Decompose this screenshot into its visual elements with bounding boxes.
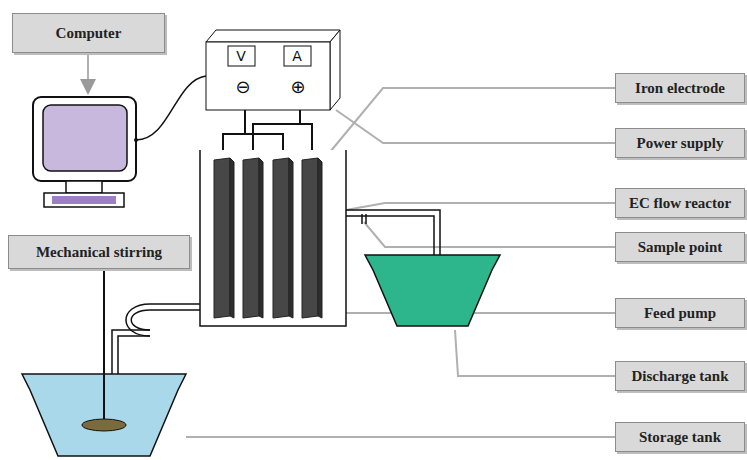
part-label-box: Storage tank <box>615 422 745 452</box>
label-text: Power supply <box>637 135 724 152</box>
part-label-box: EC flow reactor <box>615 188 745 218</box>
label-text: EC flow reactor <box>629 195 731 212</box>
terminal-symbol: ⊖ <box>235 76 250 97</box>
part-label-box: Power supply <box>615 128 745 158</box>
label-text: Feed pump <box>644 305 716 322</box>
terminal-symbol: ⊕ <box>290 76 305 97</box>
caption-box: Mechanical stirring <box>8 235 190 269</box>
part-label-box: Discharge tank <box>615 361 745 391</box>
label-text: Iron electrode <box>635 80 725 97</box>
meter-label: V <box>236 48 246 64</box>
part-label-box: Iron electrode <box>615 73 745 103</box>
part-label-box: Feed pump <box>615 298 745 328</box>
part-label-box: Sample point <box>615 232 745 262</box>
label-text: Storage tank <box>639 429 721 446</box>
label-text: Sample point <box>638 239 723 256</box>
label-text: Discharge tank <box>631 368 728 385</box>
caption-box: Computer <box>12 13 165 53</box>
meter-label: A <box>292 48 302 64</box>
label-text: Mechanical stirring <box>36 244 162 261</box>
label-text: Computer <box>56 25 122 42</box>
